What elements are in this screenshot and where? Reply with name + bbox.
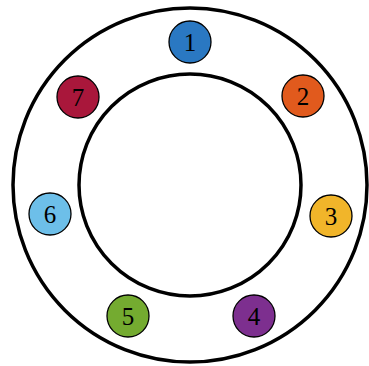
circle-fill xyxy=(107,295,149,337)
outer-ring xyxy=(13,8,367,362)
circle-fill xyxy=(233,295,275,337)
callout-number: 1 xyxy=(184,30,197,55)
numbered-circle: 2 xyxy=(281,74,325,118)
callout-number: 7 xyxy=(72,85,85,110)
circle-fill xyxy=(282,75,324,117)
numbered-circle: 7 xyxy=(56,75,100,119)
callout-number: 6 xyxy=(44,202,57,227)
circle-fill xyxy=(310,195,352,237)
numbered-circle: 4 xyxy=(232,294,276,338)
circle-fill xyxy=(57,76,99,118)
callout-number: 4 xyxy=(248,304,261,329)
numbered-circle: 6 xyxy=(28,192,72,236)
callout-number: 5 xyxy=(122,304,135,329)
numbered-circle: 5 xyxy=(106,294,150,338)
circle-fill xyxy=(29,193,71,235)
numbered-circle: 1 xyxy=(168,20,212,64)
numbered-circle: 3 xyxy=(309,194,353,238)
circle-fill xyxy=(169,21,211,63)
inner-ring xyxy=(79,74,301,296)
callout-number: 2 xyxy=(297,84,310,109)
callout-number: 3 xyxy=(325,204,338,229)
